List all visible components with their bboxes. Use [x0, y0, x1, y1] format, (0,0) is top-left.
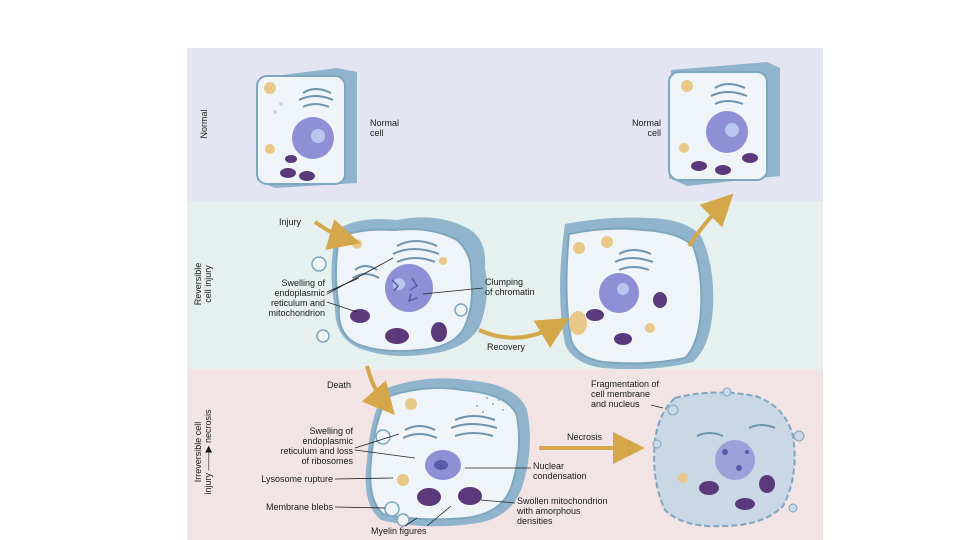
label-swelling-ribo-2: endoplasmic: [302, 436, 353, 446]
label-normal-cell-right-2: cell: [647, 128, 661, 138]
label-fragmentation-3: and nucleus: [591, 399, 640, 409]
label-death: Death: [327, 380, 352, 390]
label-swelling-ribo-4: of ribosomes: [301, 456, 353, 466]
label-membrane-blebs: Membrane blebs: [265, 502, 333, 512]
row-label-irreversible-line1: Irreversible cell: [193, 421, 203, 483]
normal-cell-right: [668, 62, 780, 186]
death-arrow: [361, 365, 395, 416]
label-swelling-er-3: reticulum and: [270, 298, 325, 308]
leader-lines: [326, 257, 664, 527]
recovering-cell: [560, 217, 714, 370]
label-swelling-ribo-3: reticulum and loss: [280, 446, 353, 456]
necrotic-cell-swollen: [365, 378, 530, 527]
label-clumping-2: of chromatin: [485, 287, 535, 297]
label-nuclear-2: condensation: [533, 471, 587, 481]
label-swollen-mito-3: densities: [517, 516, 553, 526]
normal-cell-left: [256, 68, 357, 188]
label-fragmentation-2: cell membrane: [591, 389, 651, 399]
return-to-normal-arrow: [687, 193, 734, 248]
label-nuclear-1: Nuclear: [533, 461, 565, 471]
label-lysosome-rupture: Lysosome rupture: [261, 474, 333, 484]
injury-arrow: [313, 219, 361, 250]
row-label-normal: Normal: [199, 99, 209, 149]
label-swelling-ribo-1: Swelling of: [309, 426, 353, 436]
label-normal-cell-left-2: cell: [370, 128, 384, 138]
label-myelin-figures: Myelin figures: [371, 526, 427, 536]
label-swollen-mito-2: with amorphous: [517, 506, 581, 516]
label-necrosis: Necrosis: [567, 432, 603, 442]
label-recovery: Recovery: [487, 342, 526, 352]
label-injury: Injury: [279, 217, 302, 227]
row-label-reversible-line1: Reversible: [193, 262, 203, 306]
row-label-normal-text: Normal: [199, 109, 209, 139]
row-label-reversible-line2: cell injury: [203, 265, 213, 303]
band-reversible-injury: [187, 201, 823, 369]
label-swollen-mito-1: Swollen mitochondrion: [517, 496, 608, 506]
label-fragmentation-1: Fragmentation of: [591, 379, 660, 389]
label-swelling-er-1: Swelling of: [281, 278, 325, 288]
label-clumping-1: Clumping: [485, 277, 524, 287]
recovery-arrow: [478, 317, 570, 349]
fragmented-cell: [652, 387, 805, 528]
label-swelling-er-2: endoplasmic: [274, 288, 325, 298]
row-label-irreversible-line2: injury ——▶ necrosis: [203, 409, 213, 495]
cell-diagram-art: [256, 62, 805, 528]
swollen-cell-reversible: [311, 217, 487, 356]
label-normal-cell-left-1: Normal: [370, 118, 400, 128]
label-normal-cell-right-1: Normal: [631, 118, 661, 128]
label-swelling-er-4: mitochondrion: [268, 308, 325, 318]
